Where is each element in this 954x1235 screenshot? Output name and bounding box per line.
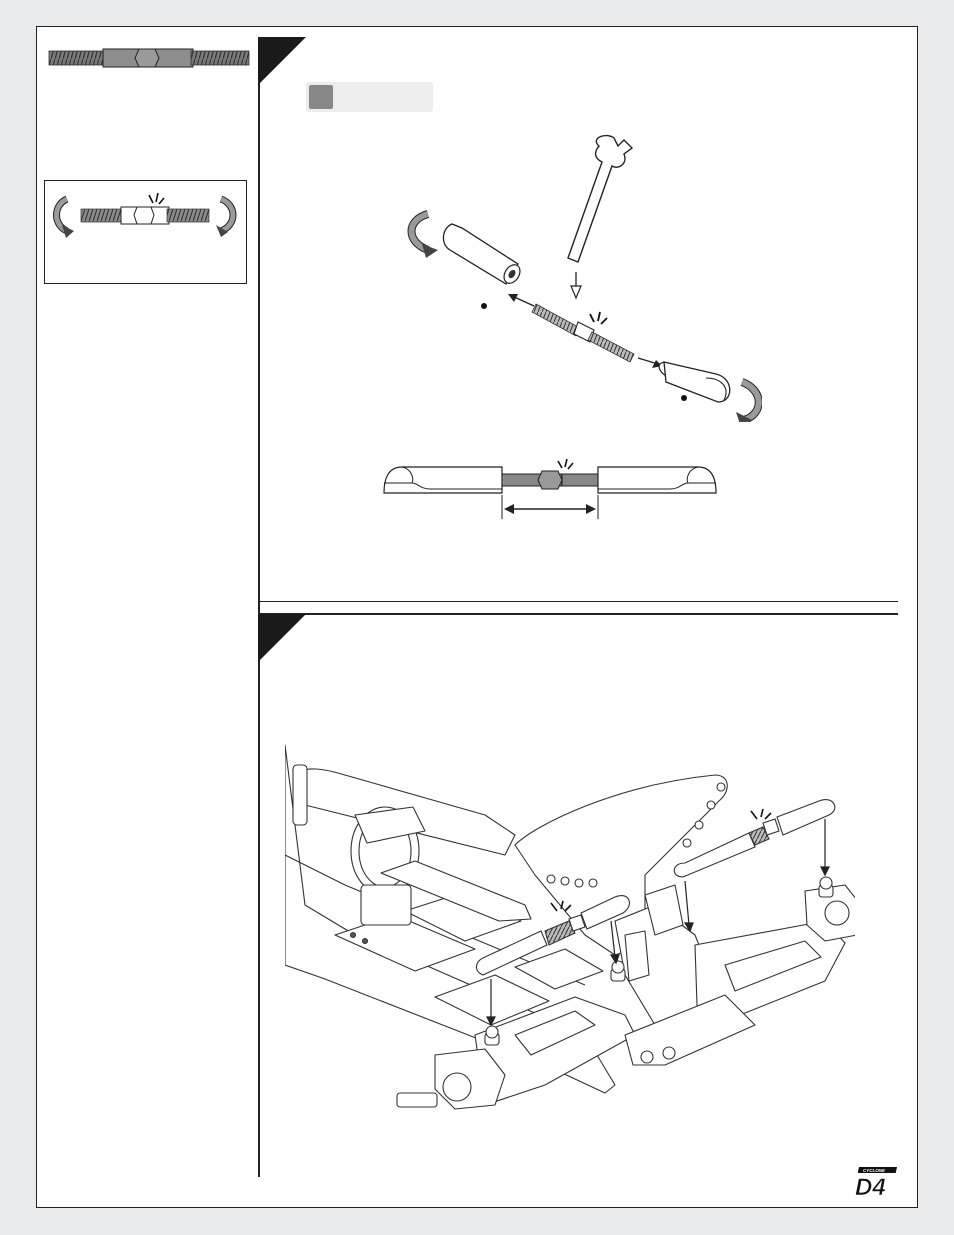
svg-text:D4: D4	[855, 1174, 886, 1199]
rotate-left-icon	[53, 195, 74, 238]
turnbuckle-rotation-tip-box	[44, 180, 247, 284]
ball-stud-right	[818, 876, 834, 898]
attention-icon	[148, 192, 165, 205]
left-steering-hub	[396, 1048, 506, 1110]
right-steering-hub	[804, 884, 855, 942]
attention-icon	[750, 808, 772, 820]
rod-end-right	[658, 361, 731, 403]
turnbuckle-rotation-diagram	[53, 192, 237, 238]
rod-end-left	[442, 223, 521, 309]
tool-tag	[306, 82, 433, 112]
turnbuckle-icon	[531, 303, 635, 363]
ball-stud-center	[610, 960, 626, 982]
turnbuckle-assembly-diagram	[407, 134, 762, 422]
assembled-link-measurement-diagram	[383, 459, 717, 519]
step-2-top-rule	[258, 613, 898, 615]
sidebar-divider	[258, 37, 260, 1177]
step-2-corner-marker	[258, 614, 306, 662]
shock-tower	[514, 774, 728, 956]
chassis-steering-link-install-diagram	[285, 744, 855, 1110]
attention-icon	[589, 311, 608, 325]
steering-link-right	[673, 799, 836, 878]
wrench-icon	[567, 134, 634, 300]
rotate-right-icon	[736, 378, 762, 422]
attention-icon	[550, 900, 572, 912]
rod-end-right	[597, 466, 717, 494]
rod-end-left	[383, 466, 503, 494]
dimension-arrow	[501, 495, 599, 519]
manual-page: CYCLONE D4	[36, 26, 918, 1208]
turnbuckle-part-image	[48, 48, 250, 68]
steering-link-left	[475, 895, 630, 976]
tool-tag-swatch	[309, 85, 333, 109]
turnbuckle-icon	[501, 470, 599, 490]
rotate-left-icon	[407, 210, 438, 258]
rotate-right-icon	[216, 195, 237, 237]
step-1-divider	[258, 601, 898, 602]
cyclone-d4-logo: CYCLONE D4	[855, 1167, 897, 1199]
ball-stud-left	[484, 1025, 500, 1046]
svg-text:CYCLONE: CYCLONE	[863, 1168, 886, 1173]
step-1-corner-marker	[258, 37, 306, 85]
attention-icon	[557, 459, 574, 470]
